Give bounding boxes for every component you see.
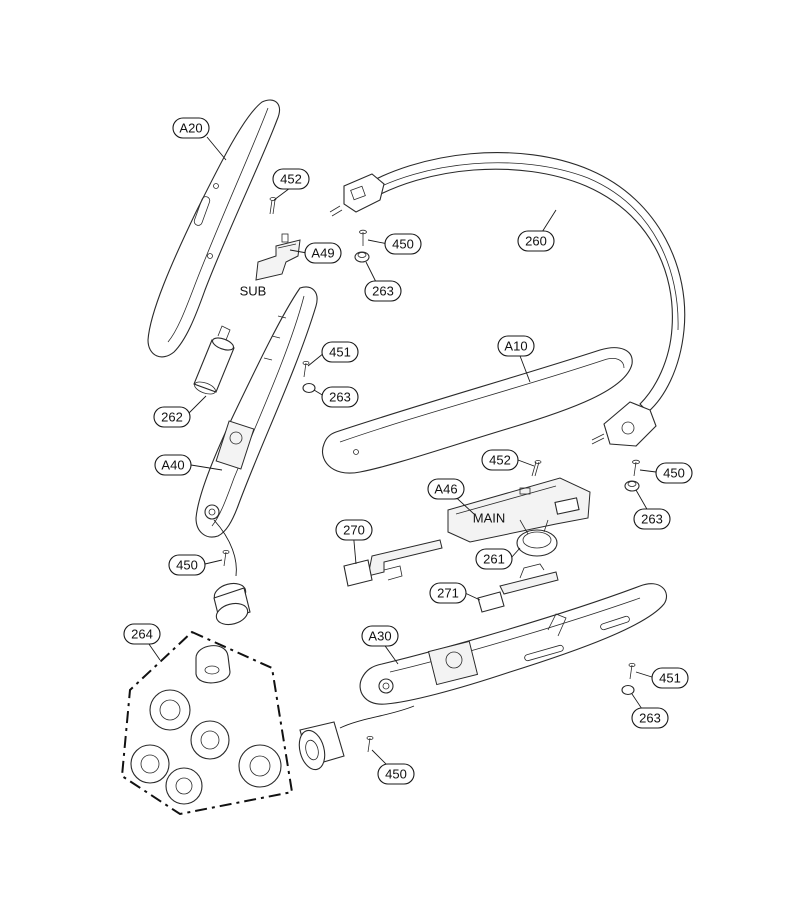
callout-452-top-text: 452 xyxy=(280,172,302,187)
callout-a46-text: A46 xyxy=(434,482,457,497)
callout-a40: A40 xyxy=(154,454,192,476)
callout-a40-text: A40 xyxy=(161,458,184,473)
ear-tip xyxy=(165,767,203,805)
callout-450-top: 450 xyxy=(384,233,422,255)
callout-450-top-text: 450 xyxy=(392,237,414,252)
part-450-screw-top xyxy=(359,229,367,246)
callout-271-text: 271 xyxy=(437,586,459,601)
callout-a20: A20 xyxy=(172,117,210,139)
label-main: MAIN xyxy=(473,511,506,526)
callout-264: 264 xyxy=(123,623,161,645)
part-451-screw-right xyxy=(628,663,636,680)
part-earbud-left xyxy=(213,519,251,626)
callout-451-left-text: 451 xyxy=(329,345,351,360)
callout-263-right-text: 263 xyxy=(641,512,663,527)
callout-263-bottom-text: 263 xyxy=(639,711,661,726)
label-sub: SUB xyxy=(240,284,267,299)
callout-450-bottom-text: 450 xyxy=(385,767,407,782)
callout-263-top-text: 263 xyxy=(372,284,394,299)
callout-262: 262 xyxy=(153,406,191,428)
callout-a10: A10 xyxy=(497,335,535,357)
callout-452-main-text: 452 xyxy=(489,453,511,468)
callout-451-right-text: 451 xyxy=(659,671,681,686)
callout-451-right: 451 xyxy=(651,667,689,689)
callout-264-text: 264 xyxy=(131,627,153,642)
part-a49-sub-board xyxy=(255,233,301,281)
part-451-screw-left xyxy=(302,360,310,378)
part-260-neckband-frame xyxy=(329,152,686,447)
part-a20-left-cover xyxy=(147,99,280,358)
callout-263-right: 263 xyxy=(633,508,671,530)
part-450-screw-bottom xyxy=(366,736,374,753)
ear-tip xyxy=(130,744,170,784)
part-271-flex-cable xyxy=(477,563,559,613)
callout-270-text: 270 xyxy=(343,523,365,538)
callout-450-right: 450 xyxy=(655,462,693,484)
callout-262-text: 262 xyxy=(161,410,183,425)
ear-tip xyxy=(149,689,191,731)
part-263-cap-top xyxy=(354,251,370,263)
part-452-screw-sub xyxy=(269,197,277,215)
part-262-battery xyxy=(193,325,235,395)
part-a40-left-housing xyxy=(195,286,318,538)
part-264-ear-tips xyxy=(120,630,294,816)
ear-tip xyxy=(195,645,231,684)
callout-450-right-text: 450 xyxy=(663,466,685,481)
part-263-cap-left xyxy=(302,382,316,394)
callout-a20-text: A20 xyxy=(179,121,202,136)
part-a10-right-cover xyxy=(322,347,633,474)
callout-260-text: 260 xyxy=(525,234,547,249)
ear-tip xyxy=(190,720,230,760)
callout-a30: A30 xyxy=(361,625,399,647)
callout-451-left: 451 xyxy=(321,341,359,363)
callout-450-left-text: 450 xyxy=(176,558,198,573)
part-270-flex-cable xyxy=(343,539,443,587)
callout-260: 260 xyxy=(517,230,555,252)
ear-tip xyxy=(238,744,282,788)
callout-450-left: 450 xyxy=(168,554,206,576)
part-a46-main-board xyxy=(447,477,591,543)
part-452-screw-main xyxy=(531,460,542,477)
callout-a49-text: A49 xyxy=(311,246,334,261)
callout-263-bottom: 263 xyxy=(631,707,669,729)
callout-261: 261 xyxy=(475,548,513,570)
callout-a46: A46 xyxy=(427,478,465,500)
callout-263-top: 263 xyxy=(364,280,402,302)
part-263-cap-bottom xyxy=(621,684,635,696)
callout-271: 271 xyxy=(429,582,467,604)
part-450-screw-left xyxy=(222,550,230,567)
part-261-motor xyxy=(516,519,558,557)
callout-263-left-text: 263 xyxy=(329,390,351,405)
part-263-cap-right xyxy=(624,480,640,492)
callout-a10-text: A10 xyxy=(504,339,527,354)
callout-261-text: 261 xyxy=(483,552,505,567)
callout-452-top: 452 xyxy=(272,168,310,190)
callout-a49: A49 xyxy=(304,242,342,264)
callout-270: 270 xyxy=(335,519,373,541)
callout-452-main: 452 xyxy=(481,449,519,471)
part-a30-right-housing xyxy=(359,583,667,705)
callout-a30-text: A30 xyxy=(368,629,391,644)
part-450-screw-right xyxy=(632,459,640,477)
callout-450-bottom: 450 xyxy=(377,763,415,785)
part-earbud-right xyxy=(298,705,415,771)
callout-263-left: 263 xyxy=(321,386,359,408)
